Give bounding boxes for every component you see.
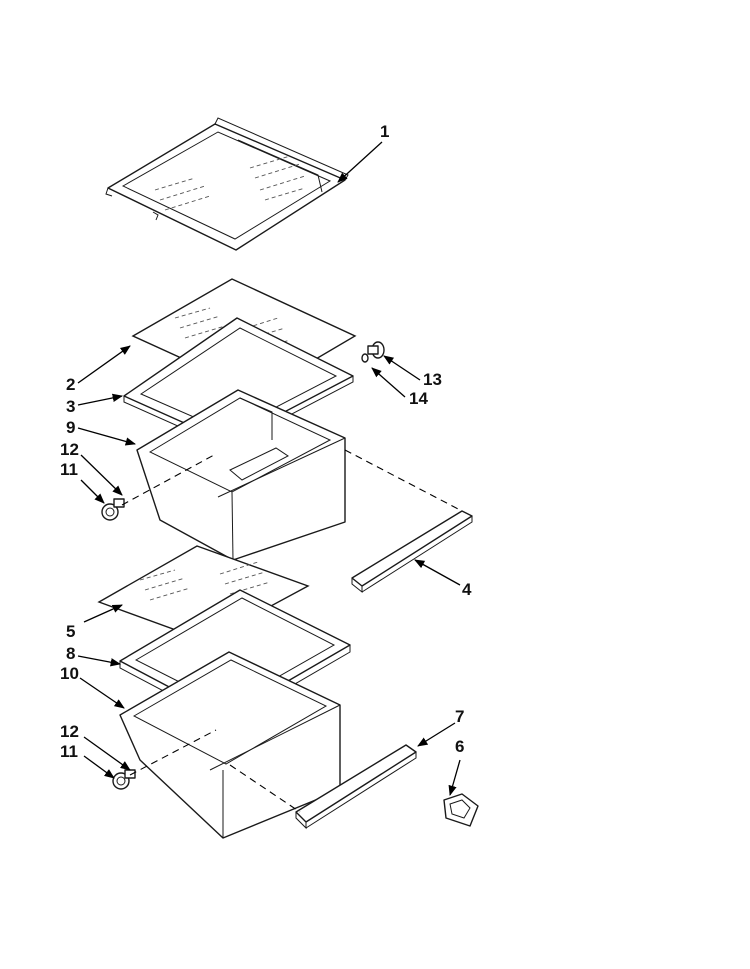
callout-12-lower: 12 [60,722,79,741]
callout-12-upper: 12 [60,440,79,459]
callout-4: 4 [462,580,472,599]
lower-trim-part [295,744,417,830]
upper-trim-part [351,510,473,594]
callout-6: 6 [455,737,464,756]
callout-9: 9 [66,418,75,437]
upper-roller-part [101,498,125,521]
callout-11-lower: 11 [60,742,78,761]
upper-drawer-part [136,389,346,561]
callout-2: 2 [66,375,75,394]
callout-7: 7 [455,707,464,726]
callout-1: 1 [380,122,389,141]
roller-screw-part [361,341,385,363]
callout-5: 5 [66,622,75,641]
callout-8: 8 [66,644,75,663]
top-shelf-part [105,117,349,251]
callout-13: 13 [423,370,442,389]
callout-3: 3 [66,397,75,416]
callout-11-upper: 11 [60,460,78,479]
lower-glass-panel-part [97,545,310,642]
callout-10: 10 [60,664,79,683]
callout-14: 14 [409,389,428,408]
clip-part [443,793,479,827]
lower-roller-part [112,769,136,790]
